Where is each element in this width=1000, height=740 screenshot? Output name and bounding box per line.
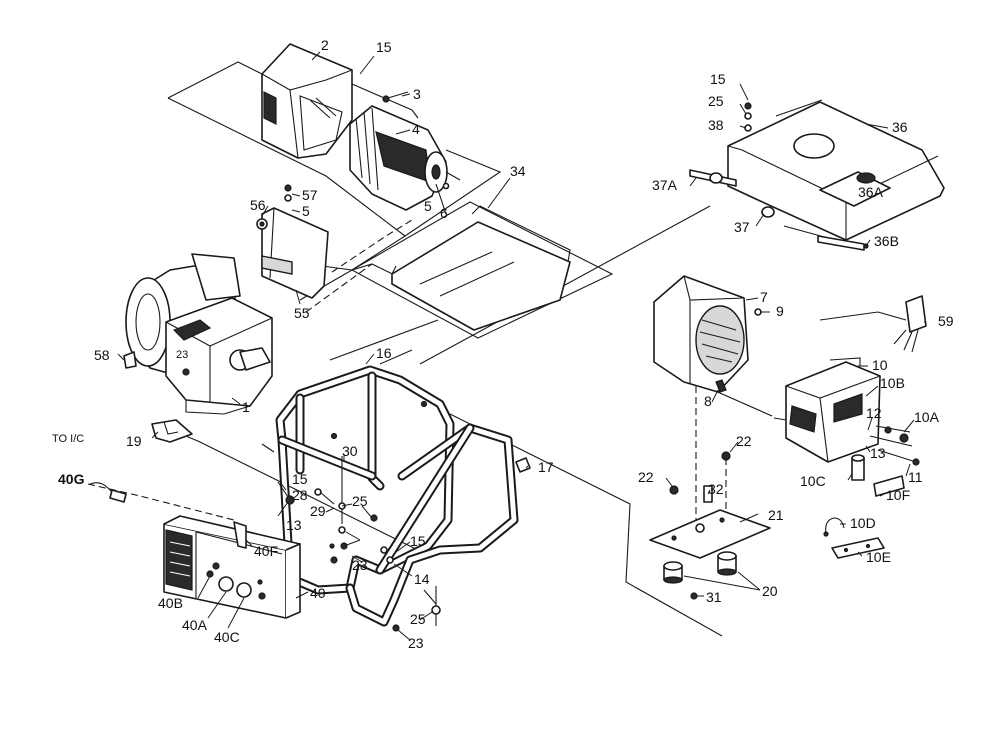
- top-cover-fasteners: [744, 102, 752, 132]
- label-36A: 36A: [858, 184, 884, 200]
- label-25-bottom: 25: [410, 611, 426, 627]
- part-58-fitting: [123, 351, 137, 369]
- label-36B: 36B: [874, 233, 899, 249]
- label-34: 34: [510, 163, 526, 179]
- label-13-box: 13: [870, 445, 886, 461]
- part-56-nut: [256, 218, 268, 230]
- part-59-receptacle: [893, 295, 927, 353]
- label-15-cover: 15: [710, 71, 726, 87]
- part-57-bolt: [284, 184, 292, 202]
- label-30: 30: [342, 443, 358, 459]
- label-23-frame: 23: [352, 557, 368, 573]
- label-17: 17: [538, 459, 554, 475]
- part-20-isolators: [663, 551, 737, 584]
- label-31: 31: [706, 589, 722, 605]
- part-17-block: [515, 457, 531, 473]
- label-9: 9: [776, 303, 784, 319]
- label-40: 40: [310, 585, 326, 601]
- label-40B: 40B: [158, 595, 183, 611]
- label-28: 28: [292, 487, 308, 503]
- label-22-left: 22: [638, 469, 654, 485]
- part-4-rotor-stator: [349, 105, 461, 211]
- label-15-side: 15: [410, 533, 426, 549]
- label-20: 20: [762, 583, 778, 599]
- label-5-muffler: 5: [302, 203, 310, 219]
- label-59: 59: [938, 313, 954, 329]
- part-55-muffler: [261, 207, 329, 299]
- part-10-control-box: [785, 357, 881, 463]
- part-6-screw: [435, 182, 450, 215]
- label-19: 19: [126, 433, 142, 449]
- label-15-top: 15: [376, 39, 392, 55]
- label-25-frame: 25: [352, 493, 368, 509]
- part-10f-plate: [873, 475, 905, 497]
- part-40g-harness: [89, 482, 127, 503]
- label-55: 55: [294, 305, 310, 321]
- part-10a-fasteners: [869, 425, 920, 466]
- label-6: 6: [440, 205, 448, 221]
- label-1: 1: [242, 399, 250, 415]
- label-58: 58: [94, 347, 110, 363]
- part-19-bracket: [151, 419, 193, 443]
- label-13-frame: 13: [286, 517, 302, 533]
- label-25-cover: 25: [708, 93, 724, 109]
- label-40A: 40A: [182, 617, 208, 633]
- label-10A: 10A: [914, 409, 940, 425]
- part-2-fan-housing: [261, 43, 353, 159]
- part-7-housing: [653, 275, 762, 393]
- part-36-fuel-tank: [727, 99, 945, 247]
- label-2: 2: [321, 37, 329, 53]
- part-37a-rod: [689, 169, 737, 187]
- part-34-cradle: [391, 205, 571, 331]
- label-12: 12: [866, 405, 882, 421]
- label-11: 11: [908, 469, 923, 485]
- label-40G: 40G: [58, 471, 85, 487]
- part-10d-wire: [823, 517, 845, 537]
- label-10C: 10C: [800, 473, 826, 489]
- label-40F: 40F: [254, 543, 278, 559]
- part-10c-spacer: [851, 454, 865, 481]
- part-10e-bracket: [831, 537, 885, 559]
- label-22-right: 22: [736, 433, 752, 449]
- label-40C: 40C: [214, 629, 240, 645]
- label-8: 8: [704, 393, 712, 409]
- label-3: 3: [413, 86, 421, 102]
- label-10F: 10F: [886, 487, 910, 503]
- label-32: 32: [708, 481, 724, 497]
- part-1-engine: [125, 253, 273, 415]
- frame-fasteners: [277, 456, 441, 632]
- part-3-bolt: [382, 91, 409, 103]
- label-16: 16: [376, 345, 392, 361]
- label-7: 7: [760, 289, 768, 305]
- label-14: 14: [414, 571, 430, 587]
- label-29: 29: [310, 503, 326, 519]
- assembly-guide-lines: [87, 61, 907, 637]
- label-38: 38: [708, 117, 724, 133]
- part-40f-bracket: [233, 521, 247, 549]
- label-21: 21: [768, 507, 784, 523]
- label-36: 36: [892, 119, 908, 135]
- label-37: 37: [734, 219, 750, 235]
- label-5-rotor: 5: [424, 198, 432, 214]
- label-23-bottom: 23: [408, 635, 424, 651]
- label-10E: 10E: [866, 549, 891, 565]
- callout-labels: 2 15 3 4 57 56 5 5 6 55 34 15 25 38 36 3…: [52, 37, 954, 651]
- label-37A: 37A: [652, 177, 678, 193]
- cradle-guide-box: [350, 201, 614, 339]
- label-to-ic: TO I/C: [52, 433, 84, 445]
- part-40-control-panel: [163, 515, 301, 619]
- label-10B: 10B: [880, 375, 905, 391]
- label-57: 57: [302, 187, 318, 203]
- label-10D: 10D: [850, 515, 876, 531]
- label-15-frame: 15: [292, 471, 308, 487]
- label-56: 56: [250, 197, 266, 213]
- leader-lines: [117, 51, 926, 641]
- label-23-engine: 23: [176, 349, 188, 361]
- label-4: 4: [412, 121, 420, 137]
- label-10: 10: [872, 357, 888, 373]
